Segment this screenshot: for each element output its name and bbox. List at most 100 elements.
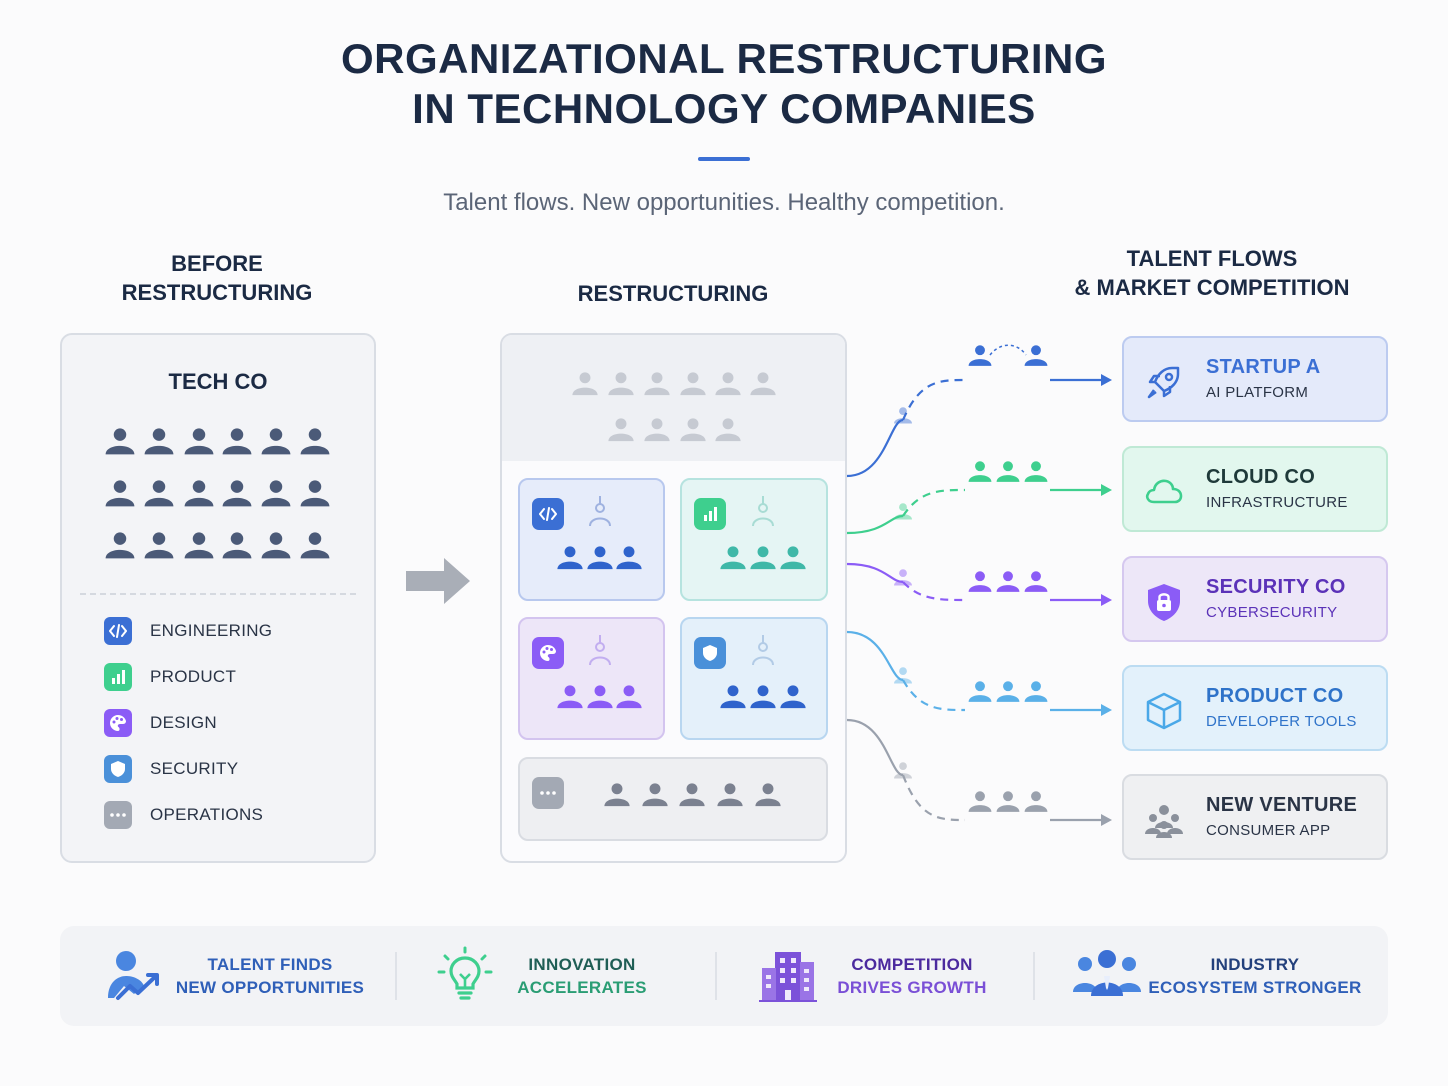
destination-name: CLOUD CO: [1206, 466, 1316, 488]
column-heading-after: TALENT FLOWS & MARKET COMPETITION: [1062, 244, 1362, 302]
departing-employee-icon: [644, 372, 670, 396]
shield-icon: [104, 755, 132, 783]
employee-icon: [184, 480, 214, 507]
destination-subtitle: CONSUMER APP: [1206, 822, 1331, 839]
page-title: ORGANIZATIONAL RESTRUCTURING IN TECHNOLO…: [0, 34, 1448, 134]
outcome-separator: [715, 952, 717, 1000]
outcome-line-1: INDUSTRY: [1210, 955, 1300, 974]
flow-connector: [846, 562, 1112, 606]
departing-employee-icon: [608, 418, 634, 442]
talent-flow-connectors: [846, 344, 1112, 826]
employee-icon: [300, 532, 330, 559]
employee-icon: [222, 480, 252, 507]
employee-icon: [261, 428, 291, 455]
department-product: PRODUCT: [104, 662, 236, 692]
column-heading-restructuring: RESTRUCTURING: [577, 281, 769, 306]
more-icon: [532, 777, 564, 809]
employee-icon: [184, 532, 214, 559]
departing-employee-icon: [715, 372, 741, 396]
departing-employee-icon: [715, 418, 741, 442]
person-growth-icon: [108, 951, 159, 1000]
team-member-icon: [679, 783, 705, 807]
cloud-icon: [1145, 479, 1183, 504]
destination-name: SECURITY CO: [1206, 576, 1346, 598]
department-label: SECURITY: [150, 759, 239, 778]
team-member-icon: [750, 546, 776, 570]
departing-employee-icon: [608, 372, 634, 396]
team-member-icon: [720, 546, 746, 570]
talent-person-icon: [968, 791, 992, 812]
talent-person-icon: [996, 571, 1020, 592]
flow-connector: [846, 374, 1112, 478]
talent-person-icon: [1024, 345, 1048, 366]
panel-divider: [80, 593, 356, 595]
title-underline: [698, 157, 750, 161]
team-member-icon: [642, 783, 668, 807]
talent-person-icon: [968, 681, 992, 702]
departing-employee-icon: [750, 372, 776, 396]
subtitle: Talent flows. New opportunities. Healthy…: [443, 189, 1005, 216]
departing-employee-icon: [680, 372, 706, 396]
outcome-competition: COMPETITION DRIVES GROWTH: [717, 926, 1035, 1026]
department-design: DESIGN: [104, 708, 217, 738]
talent-person-icon: [996, 791, 1020, 812]
departing-marker-icon: [589, 496, 611, 527]
talent-person-icon: [996, 461, 1020, 482]
team-member-icon: [755, 783, 781, 807]
bar-chart-icon: [104, 663, 132, 691]
department-label: ENGINEERING: [150, 621, 273, 640]
rocket-icon: [1147, 366, 1180, 399]
team-member-icon: [587, 685, 613, 709]
outcome-line-1: TALENT FINDS: [207, 955, 333, 974]
lock-shield-icon: [1148, 584, 1180, 621]
transition-arrow-icon: [406, 558, 470, 604]
bar-chart-icon: [694, 498, 726, 530]
team-members-icon: [557, 496, 806, 807]
outcome-separator: [1033, 952, 1035, 1000]
employee-icon: [222, 532, 252, 559]
column-heading-after-line-2: & MARKET COMPETITION: [1074, 275, 1350, 300]
outcome-line-2: ACCELERATES: [517, 978, 647, 997]
talent-person-icon: [968, 345, 992, 366]
destination-name: STARTUP A: [1206, 356, 1321, 378]
talent-person-icon: [968, 571, 992, 592]
outcome-line-2: ECOSYSTEM STRONGER: [1148, 978, 1362, 997]
team-engineering: [518, 478, 665, 601]
department-label: DESIGN: [150, 713, 217, 732]
title-line-2: IN TECHNOLOGY COMPANIES: [412, 85, 1036, 132]
column-heading-before-line-1: BEFORE: [171, 251, 263, 276]
team-product: [680, 478, 828, 601]
team-member-icon: [604, 783, 630, 807]
flow-connector: [846, 484, 1112, 535]
talent-person-icon: [1024, 461, 1048, 482]
team-member-icon: [557, 546, 583, 570]
employee-icon: [105, 532, 135, 559]
moving-person-icon: [894, 407, 912, 424]
building-icon: [759, 952, 817, 1002]
talent-person-icon: [996, 681, 1020, 702]
employee-icon: [261, 480, 291, 507]
employee-icon: [105, 480, 135, 507]
departing-employees-area: [502, 335, 845, 461]
employee-icon: [184, 428, 214, 455]
departing-marker-icon: [752, 496, 774, 527]
moving-person-icon: [894, 569, 912, 586]
team-member-icon: [717, 783, 743, 807]
column-heading-before-line-2: RESTRUCTURING: [121, 280, 313, 305]
departing-employee-icon: [680, 418, 706, 442]
employee-icon: [300, 480, 330, 507]
destination-card-new-venture: NEW VENTURE CONSUMER APP: [1122, 774, 1388, 860]
code-icon: [532, 498, 564, 530]
destination-card-security-co: SECURITY CO CYBERSECURITY: [1122, 556, 1388, 642]
department-engineering: ENGINEERING: [104, 616, 272, 646]
destination-name: PRODUCT CO: [1206, 685, 1344, 707]
departing-employee-icon: [572, 372, 598, 396]
talent-person-icon: [1024, 681, 1048, 702]
team-member-icon: [616, 546, 642, 570]
lightbulb-icon: [437, 946, 493, 1000]
moving-person-icon: [894, 503, 912, 520]
outcome-industry: INDUSTRY ECOSYSTEM STRONGER: [1035, 926, 1388, 1026]
department-label: PRODUCT: [150, 667, 237, 686]
department-operations: OPERATIONS: [104, 800, 263, 830]
moving-person-icon: [894, 762, 912, 779]
